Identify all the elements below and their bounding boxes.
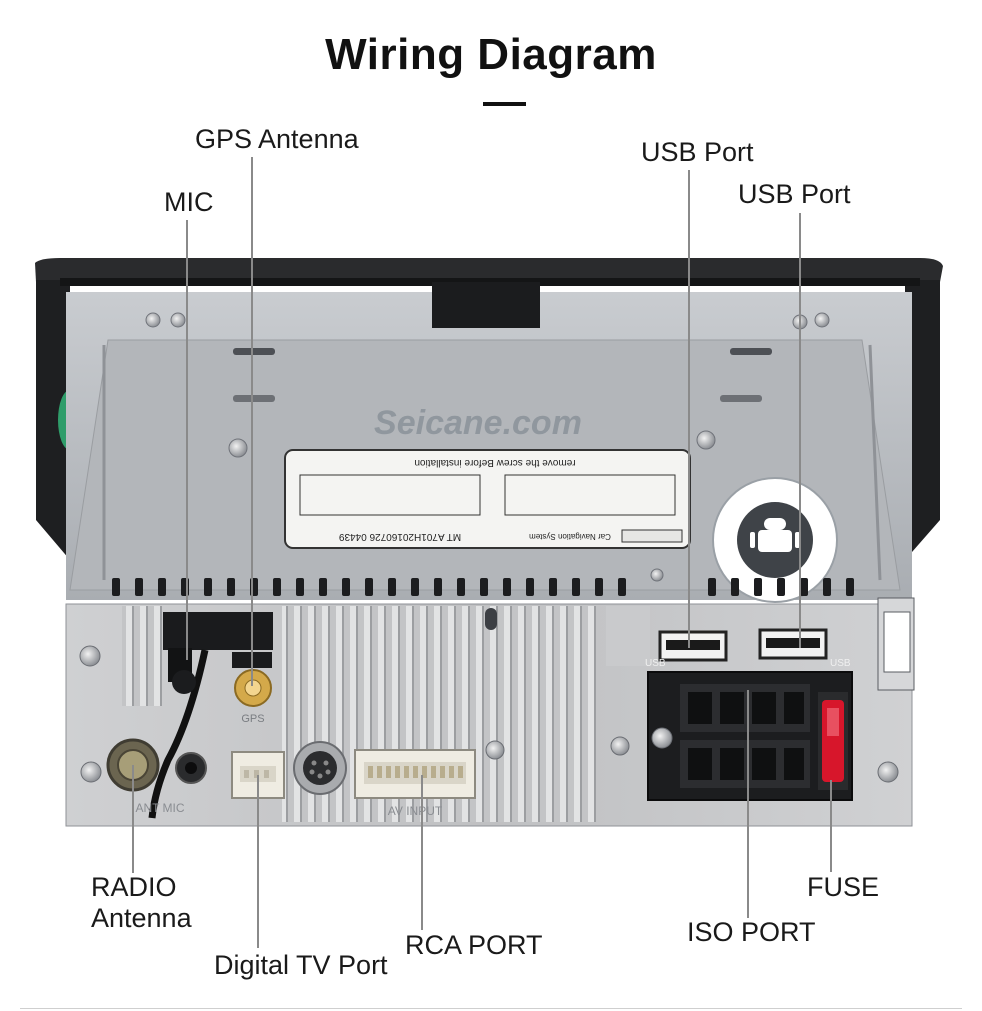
usb-port-right: USB <box>758 628 851 669</box>
label-rca-port: RCA PORT <box>405 930 543 960</box>
vent-slots <box>112 578 854 596</box>
page-title: Wiring Diagram <box>325 30 657 79</box>
label-iso-port: ISO PORT <box>687 917 816 947</box>
fuse <box>818 692 848 790</box>
usb-right-text: USB <box>830 658 851 669</box>
label-usb-port-2: USB Port <box>738 179 851 209</box>
label-radio-line2: Antenna <box>91 903 192 933</box>
bottom-divider <box>20 1008 962 1009</box>
label-fuse: FUSE <box>807 872 880 902</box>
label-usb-port-1: USB Port <box>641 137 754 167</box>
watermark-text: Seicane.com <box>374 404 582 442</box>
usb-left-text: USB <box>645 658 666 669</box>
rear-sticker: remove the screw Before installation MT … <box>284 449 691 549</box>
sticker-tag-text: Car Navigation System <box>529 532 611 541</box>
label-radio-line1: RADIO <box>91 872 177 902</box>
usb-port-left: USB <box>645 630 728 669</box>
leader-lines <box>132 157 832 948</box>
android-badge <box>712 477 838 603</box>
label-digital-tv-port: Digital TV Port <box>214 950 388 980</box>
label-gps-antenna: GPS Antenna <box>195 124 359 154</box>
sticker-top-text: remove the screw Before installation <box>414 457 575 468</box>
ant-mic-text: ANT MIC <box>135 801 184 815</box>
mic-gps-connector: GPS <box>148 612 273 819</box>
av-input-text: AV INPUT <box>388 804 443 818</box>
mic-jack <box>175 752 207 784</box>
rca-av-input-connector: AV INPUT <box>354 749 476 818</box>
din-connector <box>293 741 347 795</box>
title-underline <box>483 102 526 106</box>
label-mic: MIC <box>164 187 214 217</box>
gps-port-text: GPS <box>241 713 264 725</box>
sticker-model-text: MT A701H20160726 04439 <box>338 531 461 542</box>
